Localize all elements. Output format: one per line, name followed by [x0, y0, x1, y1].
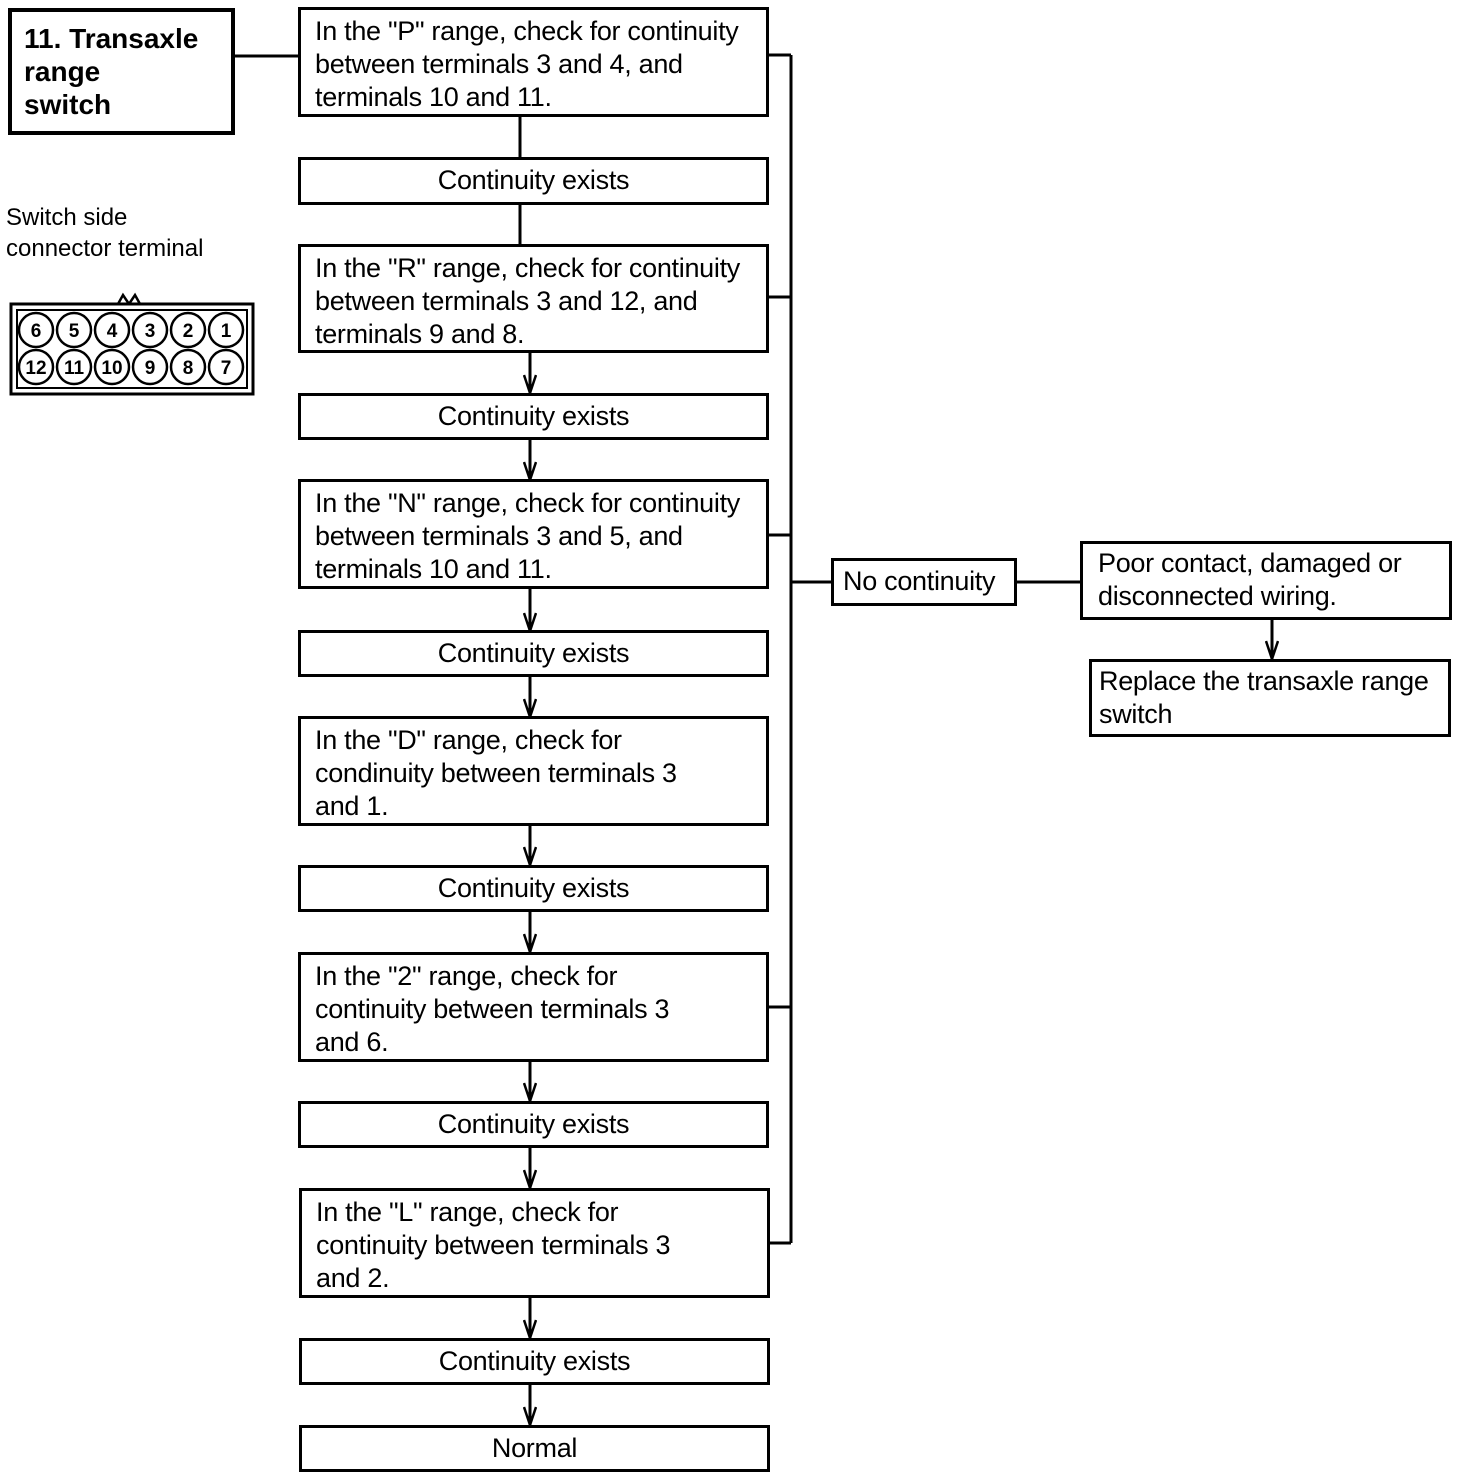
d-continuity-exists-text: Continuity exists: [437, 873, 630, 903]
d-continuity-exists: Continuity exists: [298, 865, 769, 912]
d-range-check: In the "D" range, check for condinuity b…: [298, 716, 769, 826]
normal-result-text: Normal: [491, 1433, 578, 1463]
p-range-check-text: In the "P" range, check for continuity b…: [315, 16, 739, 112]
page-title: 11. Transaxle range switch: [24, 23, 199, 120]
connector-pin-1: [207, 311, 245, 349]
r-range-check-text: In the "R" range, check for continuity b…: [315, 253, 740, 349]
connector-pin-5: [55, 311, 93, 349]
connector-pin-2: [169, 311, 207, 349]
connector-pin-label: 8: [183, 358, 194, 379]
p-continuity-exists: Continuity exists: [298, 157, 769, 205]
r-continuity-exists-text: Continuity exists: [437, 401, 630, 431]
connector-diagram: 6 5 4 3 2 1 12 11 10 9 8 7: [9, 292, 255, 396]
2-range-check-text: In the "2" range, check for continuity b…: [315, 961, 670, 1057]
connector-pin-6: [17, 311, 55, 349]
connector-pin-label: 9: [145, 358, 156, 379]
connector-pin-label: 10: [101, 358, 122, 379]
n-range-check-text: In the "N" range, check for continuity b…: [315, 488, 740, 584]
connector-pin-label: 5: [69, 321, 80, 342]
connector-label: Switch side connector terminal: [6, 204, 204, 262]
no-continuity-box: No continuity: [831, 558, 1017, 606]
normal-result: Normal: [299, 1425, 770, 1472]
l-continuity-exists: Continuity exists: [299, 1338, 770, 1385]
connector-pin-label: 1: [221, 321, 232, 342]
cause-text: Poor contact, damaged or disconnected wi…: [1098, 548, 1402, 611]
r-range-check: In the "R" range, check for continuity b…: [298, 244, 769, 353]
l-continuity-exists-text: Continuity exists: [438, 1346, 631, 1376]
connector-pin-9: [131, 348, 169, 386]
2-range-check: In the "2" range, check for continuity b…: [298, 952, 769, 1062]
l-range-check-text: In the "L" range, check for continuity b…: [316, 1197, 671, 1293]
action-text: Replace the transaxle range switch: [1099, 666, 1429, 729]
connector-pin-label: 11: [64, 358, 85, 379]
cause-box: Poor contact, damaged or disconnected wi…: [1080, 541, 1452, 620]
n-range-check: In the "N" range, check for continuity b…: [298, 479, 769, 589]
p-range-check: In the "P" range, check for continuity b…: [298, 7, 769, 117]
connector-pin-label: 6: [31, 321, 42, 342]
connector-pin-label: 12: [25, 358, 46, 379]
2-continuity-exists: Continuity exists: [298, 1101, 769, 1148]
connector-pin-label: 4: [107, 321, 118, 342]
connector-pin-11: [55, 348, 93, 386]
connector-pin-12: [17, 348, 55, 386]
connector-pin-10: [93, 348, 131, 386]
title-box: 11. Transaxle range switch: [8, 8, 235, 135]
no-continuity-text: No continuity: [843, 566, 996, 596]
p-continuity-exists-text: Continuity exists: [437, 165, 630, 195]
l-range-check: In the "L" range, check for continuity b…: [299, 1188, 770, 1298]
2-continuity-exists-text: Continuity exists: [437, 1109, 630, 1139]
n-continuity-exists-text: Continuity exists: [437, 638, 630, 668]
connector-pin-label: 3: [145, 321, 156, 342]
connector-top-row: 6 5 4 3 2 1: [17, 311, 245, 349]
d-range-check-text: In the "D" range, check for condinuity b…: [315, 725, 677, 821]
connector-pin-3: [131, 311, 169, 349]
connector-pin-7: [207, 348, 245, 386]
connector-bottom-row: 12 11 10 9 8 7: [17, 348, 245, 386]
connector-pin-label: 2: [183, 321, 194, 342]
action-box: Replace the transaxle range switch: [1089, 659, 1451, 737]
connector-pin-label: 7: [221, 358, 232, 379]
connector-pin-8: [169, 348, 207, 386]
connector-pin-4: [93, 311, 131, 349]
n-continuity-exists: Continuity exists: [298, 630, 769, 677]
r-continuity-exists: Continuity exists: [298, 393, 769, 440]
